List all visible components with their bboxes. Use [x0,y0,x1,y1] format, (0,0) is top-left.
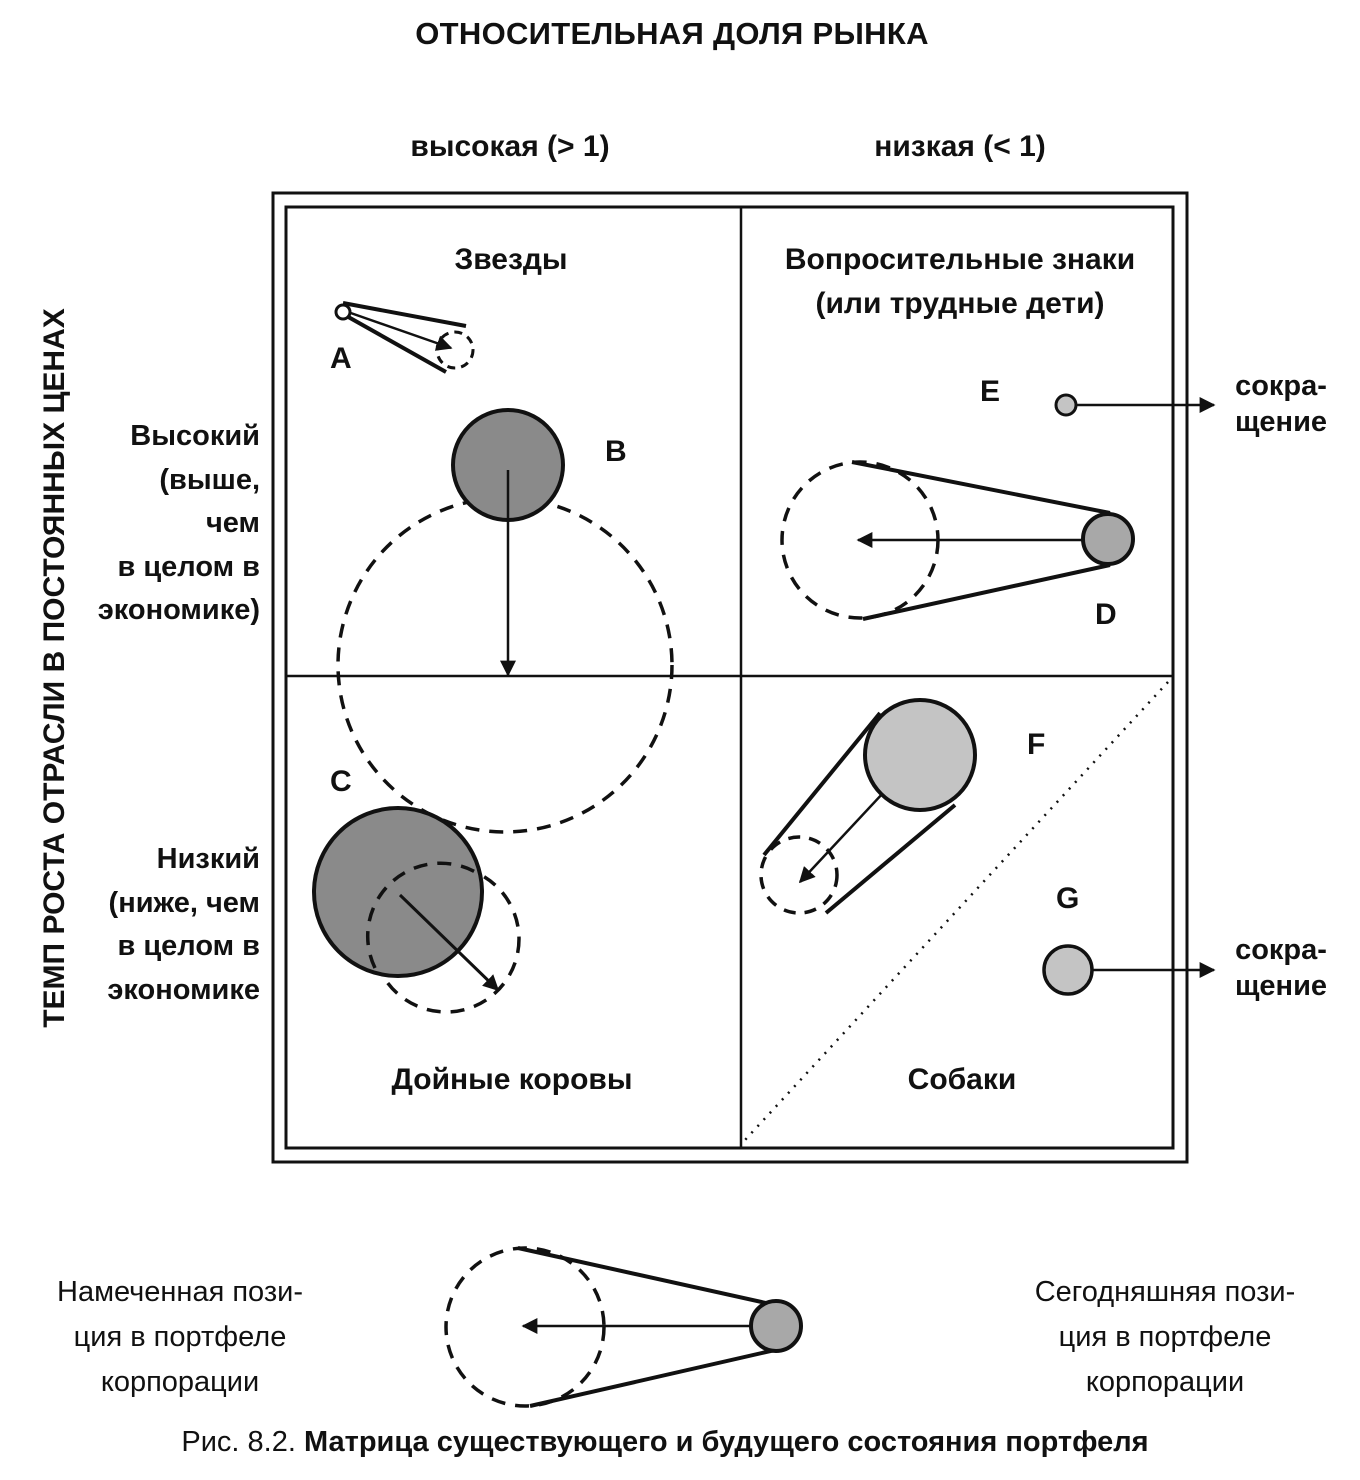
reduction-note-g: сокра- щение [1222,932,1340,1004]
legend-current-line: ция в портфеле [1058,1321,1272,1353]
unit-b-graphic [336,408,674,834]
row-high-line: Высокий [130,420,260,452]
unit-d-graphic [780,460,1135,621]
row-low-line: в целом в [117,930,260,962]
matrix-frame [271,191,1189,1164]
unit-label-a: A [330,342,352,375]
row-label-low-growth: Низкий (ниже, чем в целом в экономике [107,838,260,1012]
column-label-low-share: низкая (< 1) [874,130,1046,163]
unit-label-g: G [1056,882,1080,915]
quadrant-label-question-marks: Вопросительные знаки [784,243,1136,276]
unit-label-d: D [1095,598,1117,631]
unit-b-target-circle [336,496,674,834]
unit-a-graphic [334,301,475,374]
row-high-line: экономике) [97,594,260,626]
unit-d-current-circle [1081,512,1135,566]
row-low-line: экономике [107,973,260,1006]
unit-c-graphic [312,806,521,1014]
reduction-note-g-line: щение [1234,970,1328,1002]
legend-current-circle [749,1299,803,1353]
column-label-high-share: высокая (> 1) [410,130,610,163]
legend-target-position-label: Намеченная пози- ция в портфеле корпорац… [30,1270,330,1405]
figure-caption: Рис. 8.2. Матрица существующего и будуще… [0,1426,1330,1459]
legend-target-line: корпорации [100,1366,260,1398]
quadrant-label-dogs: Собаки [907,1063,1017,1096]
reduction-note-e: сокра- щение [1222,368,1340,440]
row-label-high-growth: Высокий (выше, чем в целом в экономике) [98,415,260,633]
legend-current-line: Сегодняшняя пози- [1034,1276,1296,1308]
unit-e-graphic [1054,393,1216,417]
unit-a-target-circle [435,330,475,370]
unit-label-f: F [1027,728,1046,761]
unit-g-current-circle [1042,944,1094,996]
row-low-line: Низкий [156,843,260,875]
legend-graphic [444,1246,803,1408]
row-high-line: чем [205,507,260,539]
reduction-note-e-line: щение [1234,406,1328,438]
quadrant-label-question-marks-sub: (или трудные дети) [815,287,1105,320]
row-high-line: (выше, [159,463,260,496]
unit-f-current-circle [863,698,977,812]
quadrant-label-cash-cows: Дойные коровы [391,1063,633,1096]
quadrant-label-stars: Звезды [454,243,568,276]
unit-label-e: E [980,375,1001,408]
legend-target-line: Намеченная пози- [57,1276,303,1308]
legend-target-line: ция в портфеле [73,1321,287,1353]
legend-current-position-label: Сегодняшняя пози- ция в портфеле корпора… [1010,1270,1320,1405]
reduction-note-e-line: сокра- [1235,370,1327,402]
unit-label-b: B [605,435,627,468]
caption-prefix: Рис. 8.2. [181,1426,296,1458]
unit-f-graphic [759,698,977,915]
unit-f-target-circle [759,835,839,915]
unit-e-current-circle [1054,393,1078,417]
market-share-axis-title: ОТНОСИТЕЛЬНАЯ ДОЛЯ РЫНКА [415,16,929,51]
row-high-line: в целом в [117,550,260,583]
reduction-note-g-line: сокра- [1235,934,1327,966]
unit-label-c: C [330,765,352,798]
legend-current-line: корпорации [1085,1366,1245,1398]
unit-a-current-circle [334,303,352,321]
row-low-line: (ниже, чем [108,886,260,919]
growth-rate-axis-title: ТЕМП РОСТА ОТРАСЛИ В ПОСТОЯННЫХ ЦЕНАХ [38,308,71,1028]
unit-g-graphic [1042,944,1216,996]
caption-title: Матрица существующего и будущего состоян… [303,1426,1149,1458]
